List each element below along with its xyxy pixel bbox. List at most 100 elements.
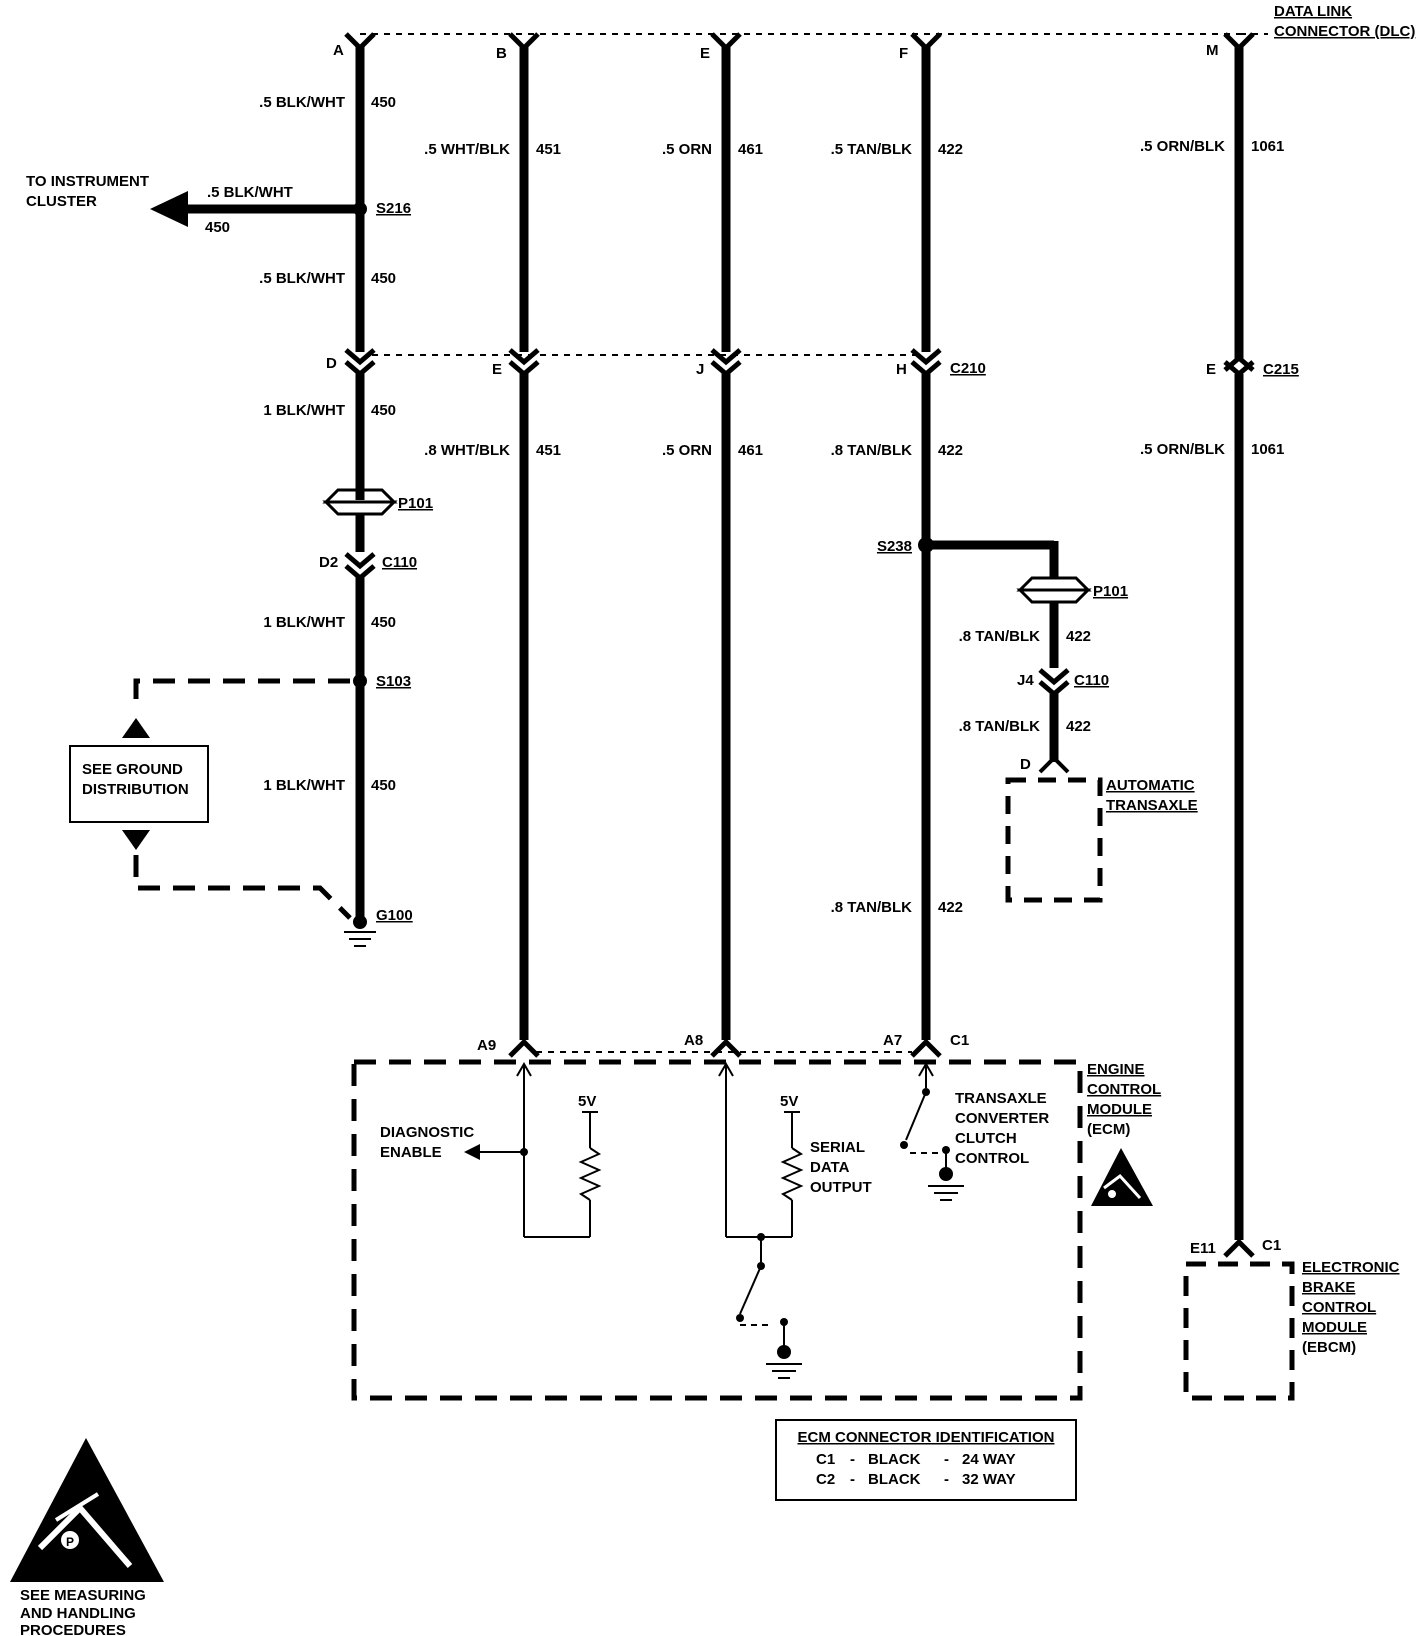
pin-j4: J4 bbox=[1017, 672, 1034, 689]
ground-dist-path-top bbox=[133, 678, 350, 700]
ecm-label-1: ENGINE bbox=[1087, 1061, 1145, 1078]
row2-ways: 32 WAY bbox=[962, 1471, 1016, 1488]
wire-1061-pin-mid: E bbox=[1206, 361, 1216, 378]
ecm-box bbox=[351, 1059, 1083, 1401]
ecm-conn-c1: C1 bbox=[950, 1032, 969, 1049]
row1-dash2: - bbox=[944, 1451, 949, 1468]
diag-enable-line1: DIAGNOSTIC bbox=[380, 1124, 474, 1141]
row2-conn: C2 bbox=[816, 1471, 835, 1488]
ground-g100-icon bbox=[344, 931, 376, 947]
wire-450-seg3-gauge: 1 BLK/WHT bbox=[263, 402, 345, 419]
wire-450-seg1-gauge: .5 BLK/WHT bbox=[259, 94, 345, 111]
esd-warning-small-icon bbox=[1091, 1148, 1153, 1206]
wire-450-seg3-circuit: 450 bbox=[371, 402, 396, 419]
wire-1061-seg1-gauge: .5 ORN/BLK bbox=[1140, 138, 1225, 155]
ground-dist-down-arrow-icon bbox=[122, 830, 150, 850]
ground-distribution-box bbox=[69, 745, 209, 823]
ground-dist-path-bottom bbox=[133, 855, 352, 920]
branch-gauge: .5 BLK/WHT bbox=[207, 184, 293, 201]
ecm-terminals bbox=[508, 1038, 942, 1058]
transaxle-label-line2: TRANSAXLE bbox=[1106, 797, 1198, 814]
ground-g100-label: G100 bbox=[376, 907, 413, 924]
pin-d-450: D bbox=[326, 355, 337, 372]
ebcm-label-5: (EBCM) bbox=[1302, 1339, 1356, 1356]
pin-d2: D2 bbox=[319, 554, 338, 571]
wire-451-seg1-gauge: .5 WHT/BLK bbox=[424, 141, 510, 158]
branch-seg1-circuit: 422 bbox=[1066, 628, 1091, 645]
ebcm-terminal bbox=[1223, 1238, 1255, 1258]
ground-g100-dot bbox=[353, 915, 367, 929]
dlc-pin-a: A bbox=[333, 42, 344, 59]
wire-451-pin-mid: E bbox=[492, 361, 502, 378]
wire-450-seg2-gauge: .5 BLK/WHT bbox=[259, 270, 345, 287]
ecm-label-3: MODULE bbox=[1087, 1101, 1152, 1118]
splice-s103-dot bbox=[353, 674, 367, 688]
connector-id-row-1: C1 - BLACK - 24 WAY bbox=[816, 1451, 1016, 1468]
wire-1061-seg2-gauge: .5 ORN/BLK bbox=[1140, 441, 1225, 458]
connector-id-row-2: C2 - BLACK - 32 WAY bbox=[816, 1471, 1016, 1488]
branch-seg1-gauge: .8 TAN/BLK bbox=[959, 628, 1041, 645]
branch-seg2-gauge: .8 TAN/BLK bbox=[959, 718, 1041, 735]
dlc-pin-e: E bbox=[700, 45, 710, 62]
dlc-label-line2: CONNECTOR (DLC) bbox=[1274, 23, 1415, 40]
svg-text:P: P bbox=[66, 1535, 74, 1549]
p101-label-450: P101 bbox=[398, 495, 433, 512]
connector-id-table bbox=[775, 1419, 1077, 1501]
ecm-5v-2: 5V bbox=[780, 1093, 798, 1110]
ecm-label-4: (ECM) bbox=[1087, 1121, 1130, 1138]
splice-s216-label: S216 bbox=[376, 200, 411, 217]
wire-450-seg2-circuit: 450 bbox=[371, 270, 396, 287]
splice-s103-label: S103 bbox=[376, 673, 411, 690]
row1-dash1: - bbox=[850, 1451, 855, 1468]
ebcm-pin-e11: E11 bbox=[1190, 1240, 1216, 1257]
transaxle-terminal bbox=[1038, 755, 1070, 774]
c210-terminals bbox=[344, 348, 942, 378]
wire-422-seg2-circuit: 422 bbox=[938, 442, 963, 459]
row2-dash1: - bbox=[850, 1471, 855, 1488]
ecm-pin-a9: A9 bbox=[477, 1037, 496, 1054]
c215-label: C215 bbox=[1263, 361, 1299, 378]
splice-s238-label: S238 bbox=[877, 538, 912, 555]
c110-terminal-450 bbox=[344, 552, 376, 582]
wire-461-pin-mid: J bbox=[696, 361, 704, 378]
wire-450-seg5-circuit: 450 bbox=[371, 777, 396, 794]
ebcm-conn-c1: C1 bbox=[1262, 1237, 1281, 1254]
wire-422-seg2-gauge: .8 TAN/BLK bbox=[831, 442, 913, 459]
to-cluster-line1: TO INSTRUMENT bbox=[26, 173, 149, 190]
wire-1061-seg2-circuit: 1061 bbox=[1251, 441, 1284, 458]
serial-data-line2: DATA bbox=[810, 1159, 850, 1176]
c110-label-branch: C110 bbox=[1074, 672, 1109, 689]
row1-color: BLACK bbox=[868, 1451, 921, 1468]
ebcm-box bbox=[1183, 1261, 1295, 1401]
wire-422-pin-mid: H bbox=[896, 361, 907, 378]
ebcm-label-2: BRAKE bbox=[1302, 1279, 1355, 1296]
dlc-terminals bbox=[344, 32, 1255, 52]
ebcm-label-3: CONTROL bbox=[1302, 1299, 1376, 1316]
to-cluster-line2: CLUSTER bbox=[26, 193, 97, 210]
splice-s216-dot bbox=[353, 202, 367, 216]
wire-422-seg3-circuit: 422 bbox=[938, 899, 963, 916]
wire-461-seg1-gauge: .5 ORN bbox=[662, 141, 712, 158]
splice-s238-dot bbox=[918, 537, 934, 553]
serial-data-circuit bbox=[718, 1062, 804, 1379]
tcc-line2: CONVERTER bbox=[955, 1110, 1049, 1127]
ecm-label-2: CONTROL bbox=[1087, 1081, 1161, 1098]
esd-note-line2: AND HANDLING bbox=[20, 1605, 136, 1622]
row2-color: BLACK bbox=[868, 1471, 921, 1488]
tcc-control-circuit bbox=[900, 1062, 964, 1201]
c110-terminal-branch bbox=[1038, 668, 1070, 698]
tcc-line4: CONTROL bbox=[955, 1150, 1029, 1167]
diagnostic-enable-circuit bbox=[464, 1062, 602, 1238]
ecm-5v-1: 5V bbox=[578, 1093, 596, 1110]
dlc-pin-b: B bbox=[496, 45, 507, 62]
tcc-line1: TRANSAXLE bbox=[955, 1090, 1047, 1107]
connector-id-title: ECM CONNECTOR IDENTIFICATION bbox=[798, 1429, 1055, 1446]
diag-enable-line2: ENABLE bbox=[380, 1144, 442, 1161]
wire-422-seg1-circuit: 422 bbox=[938, 141, 963, 158]
wire-461-seg2-gauge: .5 ORN bbox=[662, 442, 712, 459]
wire-461-seg1-circuit: 461 bbox=[738, 141, 763, 158]
ground-dist-up-arrow-icon bbox=[122, 718, 150, 738]
wire-450-seg4-circuit: 450 bbox=[371, 614, 396, 631]
wire-450-seg1-circuit: 450 bbox=[371, 94, 396, 111]
